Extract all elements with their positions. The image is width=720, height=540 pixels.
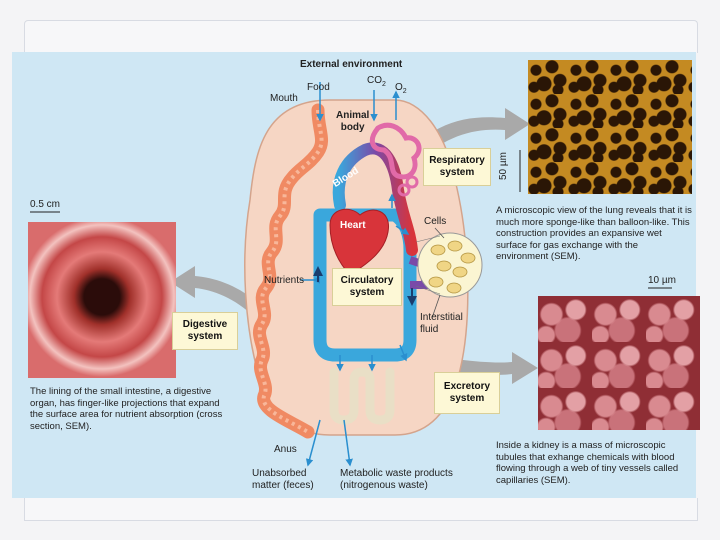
label-o2: O2 — [395, 82, 407, 95]
caption-kidney: Inside a kidney is a mass of microscopic… — [496, 440, 679, 486]
slide-frame-top — [24, 20, 698, 53]
label-co2: CO2 — [367, 75, 386, 88]
waste-out-arrow — [343, 419, 353, 467]
diagram-title: External environment — [300, 59, 403, 70]
lung-airways — [369, 122, 422, 180]
heart-shape — [329, 208, 389, 276]
respiratory-pointer-arrow — [410, 108, 530, 160]
label-metabolic-waste: Metabolic waste products(nitrogenous was… — [340, 468, 453, 491]
inset-connector — [415, 285, 441, 295]
cell — [447, 240, 463, 252]
digestive-pointer-arrow — [170, 266, 272, 325]
cell — [436, 260, 452, 272]
inset-connector — [415, 235, 441, 243]
feces-out-arrow — [305, 419, 321, 467]
label-mouth: Mouth — [270, 93, 298, 104]
cell — [460, 252, 476, 264]
cell — [452, 266, 468, 278]
lung-micrograph — [528, 60, 692, 194]
cells-leader-line — [434, 227, 445, 239]
caption-lung: A microscopic view of the lung reveals t… — [496, 205, 692, 262]
cell — [446, 282, 462, 294]
label-cells: Cells — [424, 216, 447, 227]
caption-intestine: The lining of the small intestine, a dig… — [30, 386, 223, 432]
filtrate-arrow — [399, 344, 408, 362]
label-anus: Anus — [274, 444, 297, 455]
cell — [428, 276, 444, 288]
blood-flow-arrow — [395, 225, 410, 235]
scale-label-intestine: 0.5 cm — [30, 199, 61, 210]
interstitial-leader-line — [431, 294, 441, 319]
label-heart: Heart — [340, 220, 366, 231]
excretory-tubules — [329, 367, 395, 425]
cell — [430, 244, 446, 256]
scale-label-lung: 50 µm — [498, 152, 509, 180]
alveolus — [405, 175, 419, 189]
digestive-tract — [253, 103, 329, 439]
label-nutrients: Nutrients — [264, 275, 305, 286]
kidney-micrograph — [538, 296, 700, 430]
scale-label-kidney: 10 µm — [648, 275, 676, 286]
intestine-micrograph — [28, 222, 176, 378]
label-food: Food — [307, 82, 330, 93]
slide-frame-bottom — [24, 498, 698, 521]
alveolus — [397, 183, 411, 197]
